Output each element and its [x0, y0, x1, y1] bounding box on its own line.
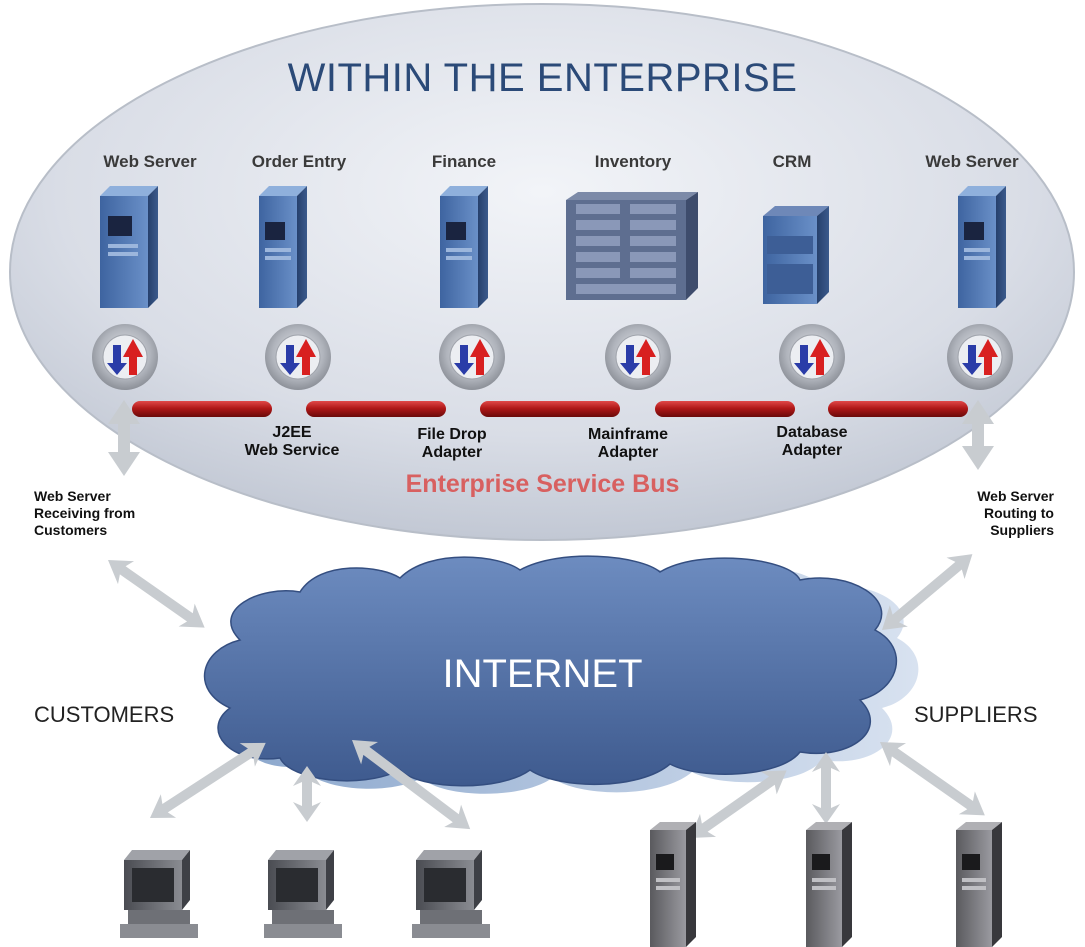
note-line: Suppliers — [990, 522, 1054, 538]
suppliers-label: SUPPLIERS — [914, 702, 1038, 727]
bus-connector-icon — [779, 324, 845, 390]
bus-pipe-3 — [480, 401, 620, 417]
app-label-order-entry: Order Entry — [251, 152, 347, 171]
bus-connector-icon — [439, 324, 505, 390]
network-arrows — [108, 554, 985, 838]
internet-cloud-icon — [203, 555, 919, 794]
adapter-line: Database — [776, 424, 848, 441]
computer-icon — [120, 850, 198, 938]
bus-pipe-5 — [828, 401, 968, 417]
bus-pipe-2 — [306, 401, 446, 417]
bus-connector-icon — [265, 324, 331, 390]
bus-pipe-1 — [132, 401, 272, 417]
app-label-crm: CRM — [772, 152, 812, 171]
app-label-web-server-left: Web Server — [103, 152, 197, 171]
bus-connector-icon — [92, 324, 158, 390]
adapter-line: Adapter — [421, 444, 483, 461]
supplier-servers — [650, 822, 1002, 947]
web-server-icon — [100, 186, 158, 308]
note-line: Routing to — [984, 505, 1054, 521]
web-server-icon — [958, 186, 1006, 308]
supplier-server-icon — [956, 822, 1002, 947]
enterprise-servers — [100, 186, 1006, 308]
adapter-line: Adapter — [597, 444, 659, 461]
supplier-server-icon — [650, 822, 696, 947]
enterprise-ellipse — [9, 3, 1075, 541]
bus-connector-icon — [947, 324, 1013, 390]
crm-server-icon — [763, 206, 829, 304]
gateway-arrows — [108, 400, 994, 476]
enterprise-title: WITHIN THE ENTERPRISE — [287, 56, 798, 100]
order-entry-server-icon — [259, 186, 307, 308]
adapter-line: J2EE — [272, 424, 312, 441]
app-label-web-server-right: Web Server — [925, 152, 1019, 171]
computer-icon — [264, 850, 342, 938]
customers-label: CUSTOMERS — [34, 702, 175, 727]
bus-pipe-4 — [655, 401, 795, 417]
internet-label: INTERNET — [442, 652, 643, 696]
note-line: Customers — [34, 522, 108, 538]
customer-computers — [120, 850, 490, 938]
app-label-finance: Finance — [431, 152, 497, 171]
adapter-line: File Drop — [417, 426, 487, 443]
finance-server-icon — [440, 186, 488, 308]
bus-pipes — [132, 401, 968, 417]
computer-icon — [412, 850, 490, 938]
adapter-line: Adapter — [781, 442, 843, 459]
adapter-line: Mainframe — [587, 426, 669, 443]
adapter-line: Web Service — [244, 442, 340, 459]
note-line: Web Server — [977, 488, 1054, 504]
supplier-server-icon — [806, 822, 852, 947]
enterprise-service-bus-label: Enterprise Service Bus — [405, 470, 680, 498]
app-label-inventory: Inventory — [594, 152, 672, 171]
note-line: Web Server — [34, 488, 111, 504]
bus-connector-icon — [605, 324, 671, 390]
note-line: Receiving from — [34, 505, 136, 521]
inventory-mainframe-icon — [566, 192, 698, 300]
bus-connectors — [92, 324, 1013, 390]
